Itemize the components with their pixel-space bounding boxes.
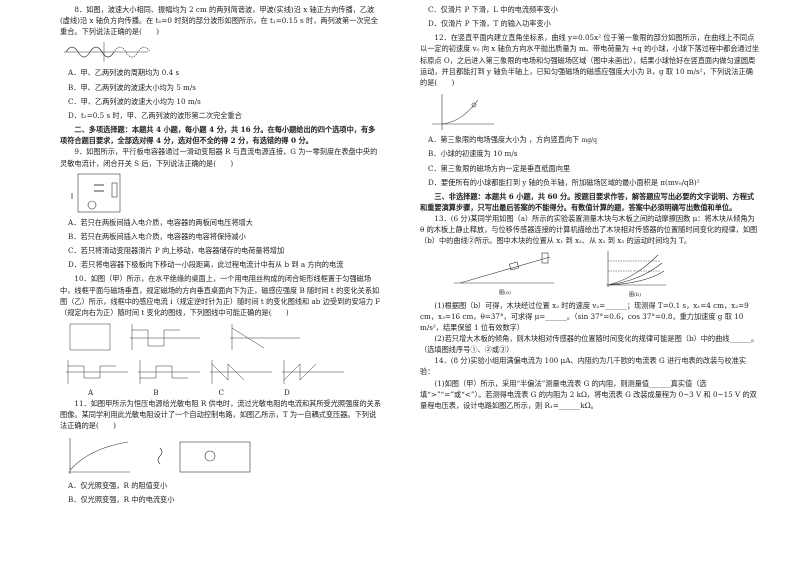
q8-option-c: C．甲、乙两列波的波速大小均为 10 m/s [68,96,201,106]
q13-part2: (2)若只增大木板的倾角，则木块相对传感器的位置随时间变化的规律可能是图（b）中… [420,334,759,355]
q12-options: A．第三象限的电场强度大小为 ，方向竖直向下 mg/q B．小球的初速度为 10… [420,134,760,188]
q12-parabola-figure [432,94,494,131]
q9-option-a: A．若只在两板间插入电介质，电容器的两板间电压将增大 [68,217,253,227]
q13-figure-b-caption: 图(b) [628,291,642,298]
q9-option-d: D．若只将电容器下极板向下移动一小段距离，此过程电流计中有从 b 到 a 方向的… [68,260,344,270]
q9-option-c: C．若只将滑动变阻器滑片 P 向上移动，电容器储存的电荷量将增加 [68,246,285,256]
q12-option-d: D．要使所有的小球都能打到 y 轴的负半轴，所加磁场区域的最小面积是 π(mv₀… [428,177,700,187]
q12-option-a-formula: mg/q [581,137,597,145]
section-3-title: 三、非选择题：本题共 6 小题，共 60 分。按题目要求作答，解答题应写出必要的… [420,191,755,213]
q9-circuit-figure [71,173,121,213]
q10-choice-labels: A B C D [88,387,382,398]
q10-label-b: B [153,387,159,397]
q11-option-c: C．仅滑片 P 下滑，L 中的电流频率变小 [428,5,558,14]
q9-option-b: B．若只在两板间插入电介质，电容器的电容将保持减小 [68,231,246,241]
q8-option-a: A．甲、乙两列波的周期均为 0.4 s [68,68,180,78]
q13-figure-b-drawing [606,250,666,287]
q9-stem: 9．如图所示，平行板电容器通过一滑动变阻器 R 与直流电源连接，G 为一零刻度在… [60,147,378,168]
q11-continued-options: C．仅滑片 P 下滑，L 中的电流频率变小 D．仅滑片 P 下滑，T 的输入功率… [420,4,760,29]
left-column: 8．如图，波速大小相同、振幅均为 2 cm 的两列简谐波，甲波(实线)沿 x 轴… [60,0,382,566]
section-2-title: 二、多项选择题：本题共 4 小题，每小题 4 分，共 16 分。在每小题给出的四… [60,125,376,146]
q13-stem: 13．(6 分)某同学用如图（a）所示的实验装置测量木块与木板之间的动摩擦因数 … [420,214,758,246]
q8-options: A．甲、乙两列波的周期均为 0.4 s B．甲、乙两列波的波速大小均为 5 m/… [60,67,382,121]
q10-label-c: C [218,387,225,397]
q11-stem: 11．如图甲所示为恒压电源给光敏电阻 R 供电时，流过光敏电阻的电流和其所受光照… [60,399,382,431]
q12-option-b: B．小球的初速度为 10 m/s [428,149,518,159]
q13-figure-a: 图(a) [450,249,560,298]
q12-option-c: C．第三象限的磁场方向一定是垂直纸面向里 [428,163,571,173]
q8-option-b: B．甲、乙两列波的波速大小均为 5 m/s [68,82,196,92]
q12-option-a: A．第三象限的电场强度大小为 ，方向竖直向下 mg/q [428,134,760,145]
q8-stem: 8．如图，波速大小相同、振幅均为 2 cm 的两列简谐波，甲波(实线)沿 x 轴… [60,5,378,37]
right-column: C．仅滑片 P 下滑，L 中的电流频率变小 D．仅滑片 P 下滑，T 的输入功率… [420,0,760,566]
q13-figure-a-caption: 图(a) [499,289,511,296]
q12-option-a-text: A．第三象限的电场强度大小为 ，方向竖直向下 [428,135,580,145]
q11-figure [68,437,251,474]
q13-part1: (1)根据图（b）可得，木块经过位置 x₂ 时的速度 v₂=______；现测得… [420,300,749,332]
q10-stem: 10．如图（甲）所示，在水平绝缘的桌面上，一个用电阻丝构成的闭合矩形线框置于匀强… [60,274,381,317]
q11-option-b: B．仅光照变强，R 中的电流变小 [68,494,175,504]
q10-label-d: D [284,387,290,397]
q10-figure-set [66,323,344,384]
q11-option-a: A．仅光照变强，R 的阻值变小 [68,480,168,490]
q13-figure-a-drawing [454,252,554,283]
q11-options: A．仅光照变强，R 的阻值变小 B．仅光照变强，R 中的电流变小 [60,480,382,505]
q14-stem: 14．(8 分)实验小组用满偏电流为 100 μA、内阻约为几千欧的电流表 G … [420,356,747,377]
q13-figure-b: 图(b) [600,249,670,300]
q14-part1: (1)如图（甲）所示，采用“半偏法”测量电流表 G 的内阻，则测量值______… [420,378,757,410]
q9-options: A．若只在两板间插入电介质，电容器的两板间电压将增大 B．若只在两板间插入电介质… [60,217,382,271]
q13-figures: 图(a) 图(b) [450,249,760,300]
q10-label-a: A [88,387,94,397]
q12-stem: 12．在竖直平面内建立直角坐标系，曲线 y=0.05x² 位于第一象限的部分如图… [420,33,760,87]
q11-option-d: D．仅滑片 P 下滑，T 的输入功率变小 [428,19,551,29]
q8-option-d: D．t₂=0.5 s 时，甲、乙两列波的波形第二次完全重合 [68,110,242,120]
q8-wave-figure [64,42,151,63]
